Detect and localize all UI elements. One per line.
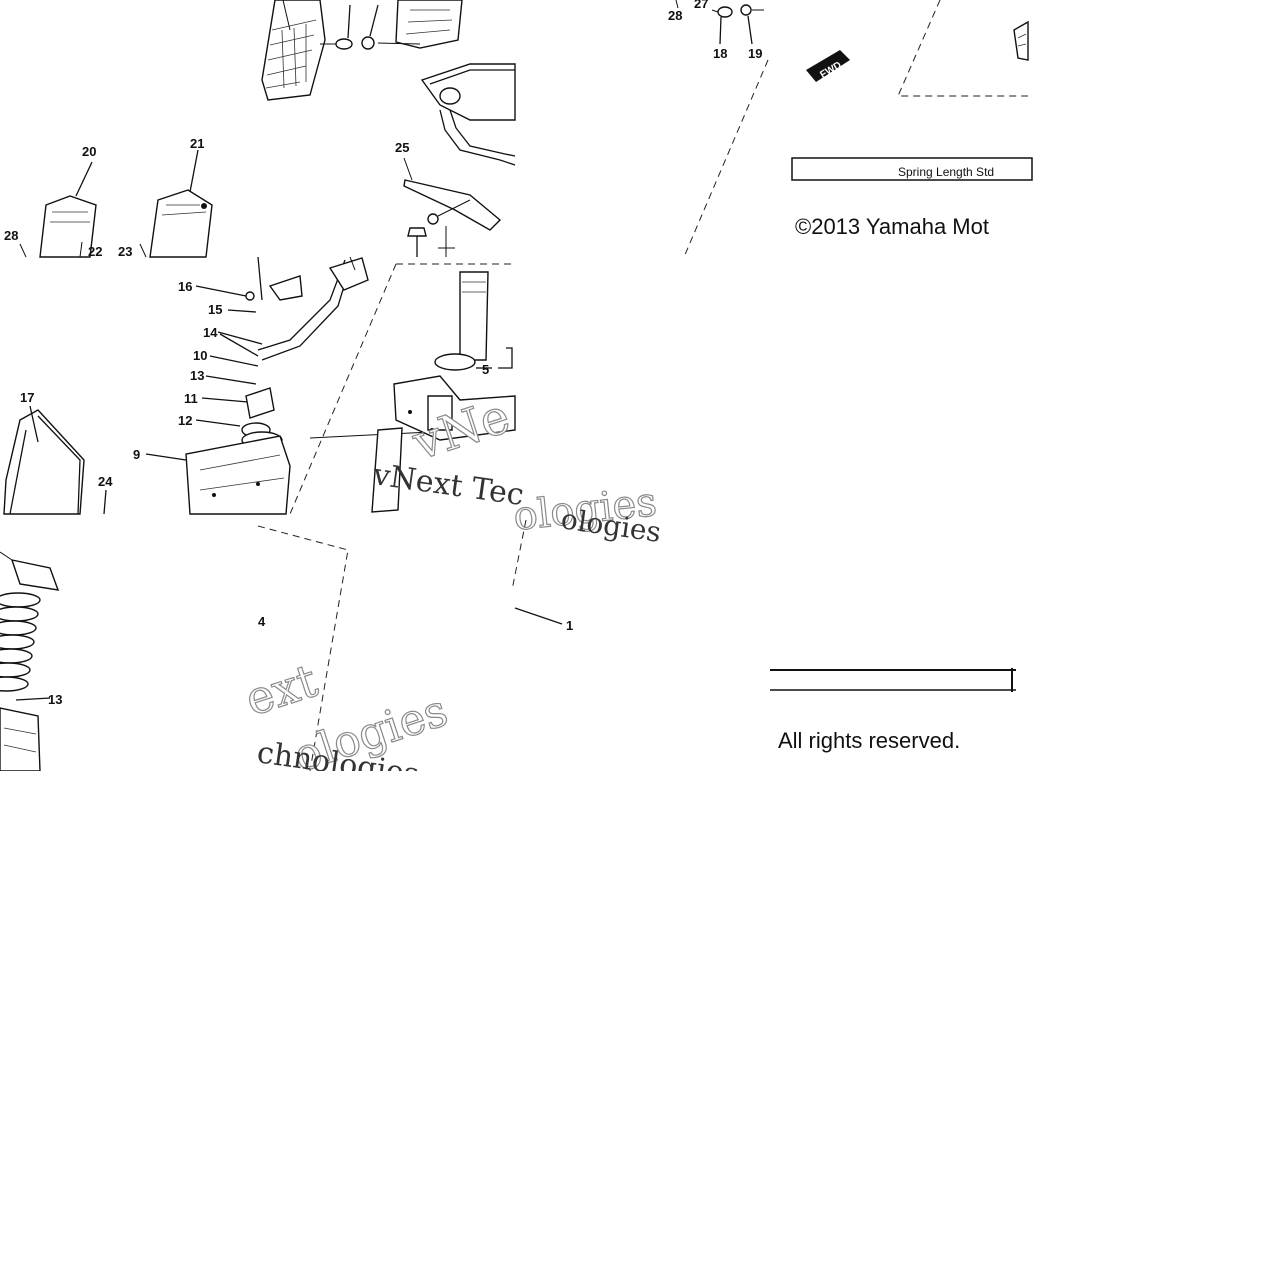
callout-17: 17 [20,390,34,405]
panel-lower-left: 13 4 1 [0,519,573,772]
panel-top-left: 20 21 25 28 22 23 [4,0,516,259]
callout-16: 16 [178,279,192,294]
callout-13: 13 [190,368,204,383]
callout-25: 25 [395,140,409,155]
callout-4: 4 [258,614,266,629]
grip-part [261,0,326,101]
rights-text: All rights reserved. [778,728,960,753]
callout-10: 10 [193,348,207,363]
copyright-text: ©2013 Yamaha Mot [795,214,989,239]
callout-5: 5 [482,362,489,377]
callout-9: 9 [133,447,140,462]
callout-13-lower: 13 [48,692,62,707]
callout-23: 23 [118,244,132,259]
callout-21: 21 [190,136,204,151]
callout-28-top: 28 [668,8,682,23]
callout-18: 18 [713,46,727,61]
watermark-outline: ext [239,653,324,727]
panel-lower-right: All rights reserved. [770,668,1016,753]
callout-1: 1 [566,618,573,633]
callout-27: 27 [694,0,708,11]
spring-length-label: Spring Length Std [898,165,994,179]
callout-12: 12 [178,413,192,428]
callout-22: 22 [88,244,102,259]
callout-11: 11 [184,391,198,406]
callout-15: 15 [208,302,222,317]
panel-top-right: 28 27 18 19 FWD Spring Length Std ©2013 … [668,0,1033,258]
callout-24: 24 [98,474,113,489]
callout-28: 28 [4,228,18,243]
callout-14: 14 [203,325,218,340]
panel-middle: 16 15 14 10 13 11 12 9 17 24 5 [3,256,516,515]
shock-spring-part [0,559,60,772]
fwd-arrow-icon: FWD [806,50,850,82]
callout-20: 20 [82,144,96,159]
callout-19: 19 [748,46,762,61]
